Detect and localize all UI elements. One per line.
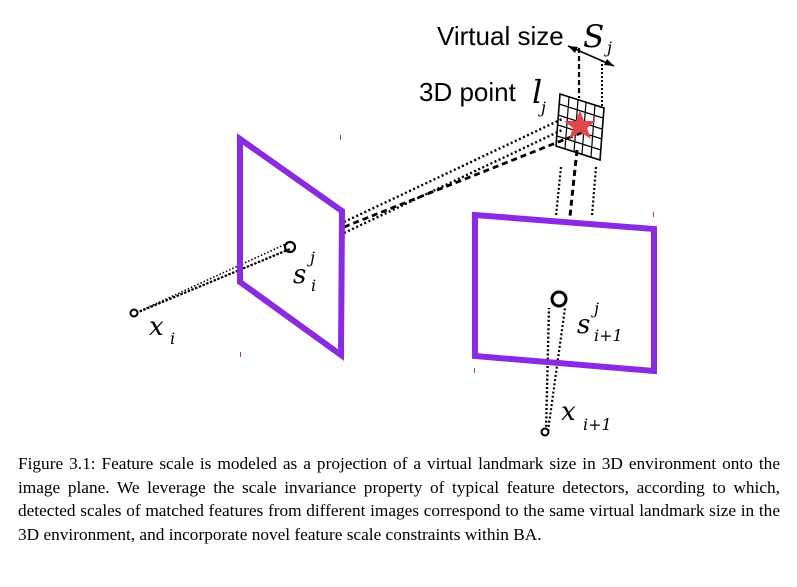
point-label: 3D point xyxy=(419,77,517,107)
diagram: Virtual size S j 3D point l j s j i x i … xyxy=(129,19,657,437)
right-camera-symbol: x xyxy=(561,397,576,427)
right-scale-superscript: j xyxy=(591,299,599,318)
virtual-size-symbol: S xyxy=(583,19,604,55)
left-camera-symbol: x xyxy=(149,312,164,342)
virtual-size-label: Virtual size xyxy=(437,21,564,51)
corner-ticks xyxy=(240,135,654,373)
right-camera-rays xyxy=(544,149,598,432)
left-feature-icon xyxy=(283,240,297,254)
left-camera-subscript: i xyxy=(170,329,175,348)
point-subscript: j xyxy=(538,98,546,117)
point-symbol: l xyxy=(532,73,542,111)
right-camera-center-icon xyxy=(540,427,550,437)
left-image-plane xyxy=(237,133,346,361)
virtual-size-subscript: j xyxy=(604,38,612,57)
left-scale-superscript: j xyxy=(307,248,315,267)
landmark-grid xyxy=(555,92,605,162)
right-scale-symbol: s xyxy=(577,310,590,340)
left-scale-symbol: s xyxy=(293,260,306,290)
left-camera-center-icon xyxy=(129,308,139,318)
left-camera-rays xyxy=(135,117,587,315)
right-image-plane xyxy=(472,211,657,375)
right-feature-icon xyxy=(550,290,568,308)
right-scale-subscript: i+1 xyxy=(594,326,623,345)
figure-caption: Figure 3.1: Feature scale is modeled as … xyxy=(18,454,780,544)
right-camera-subscript: i+1 xyxy=(583,415,612,434)
left-scale-subscript: i xyxy=(311,276,316,295)
virtual-size-guides xyxy=(567,45,615,106)
landmark-star-icon xyxy=(564,110,596,139)
